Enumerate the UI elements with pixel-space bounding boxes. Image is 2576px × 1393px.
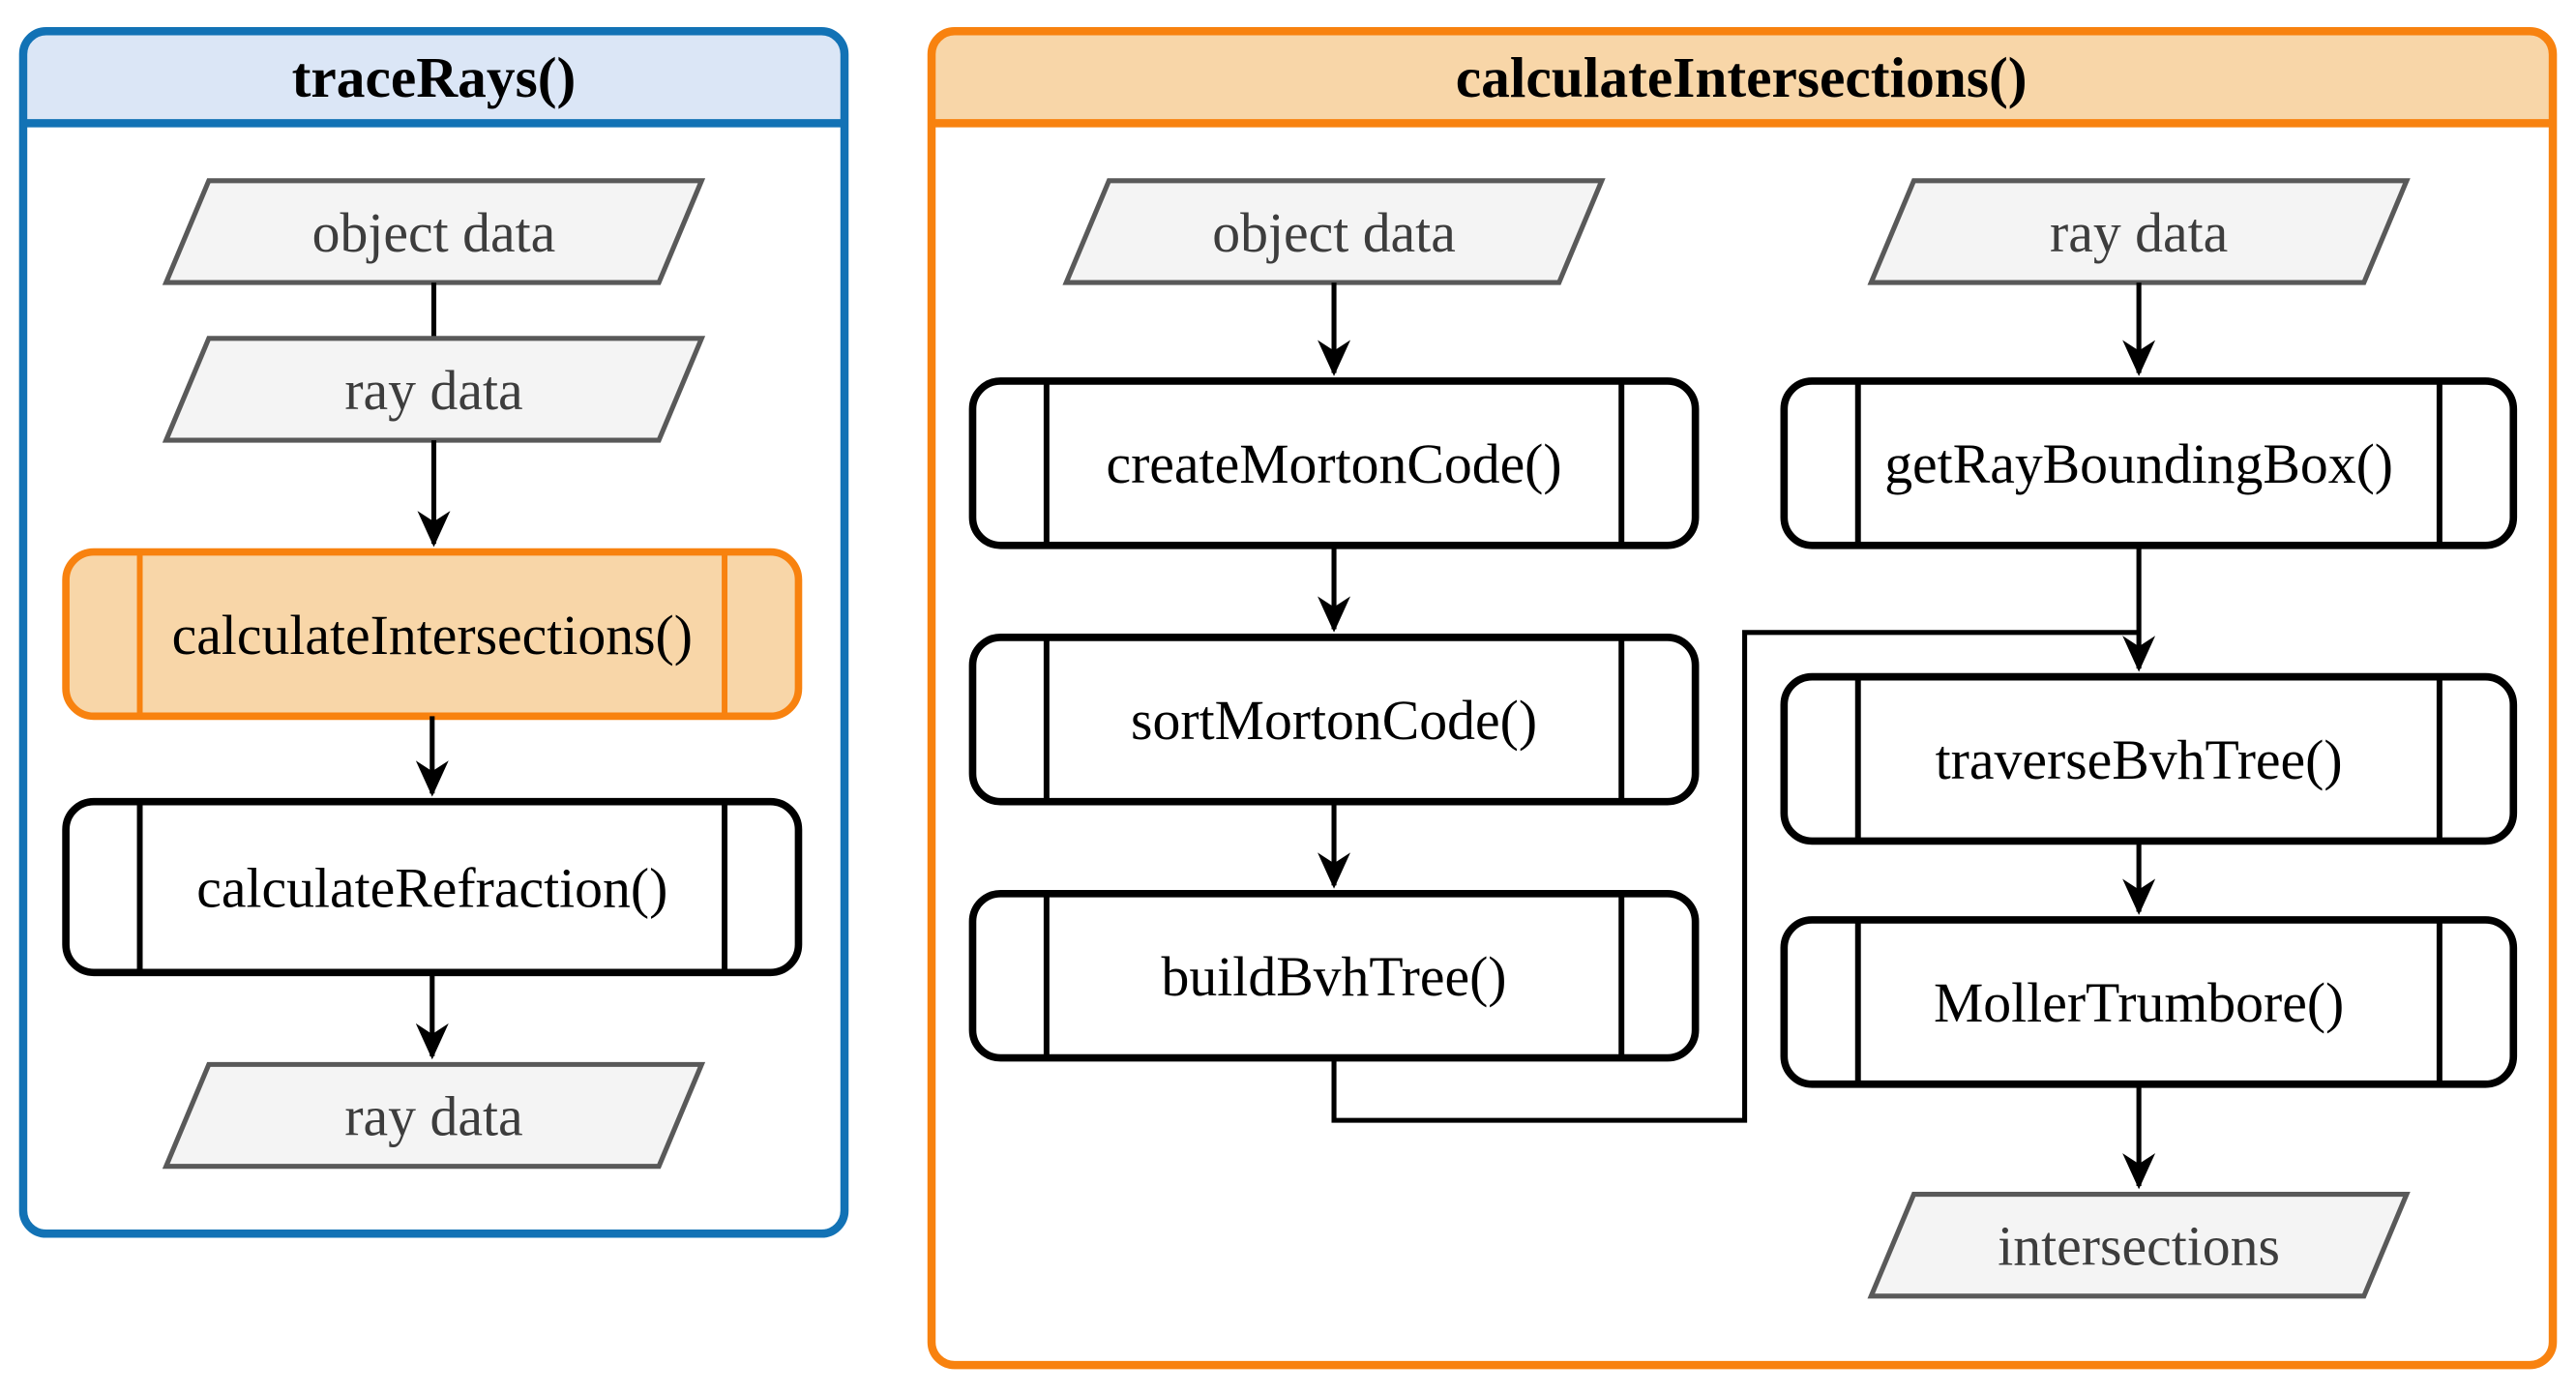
node-traverse-bvh-tree-shape <box>1780 672 2518 845</box>
node-ray-data-label: ray data <box>2050 203 2228 264</box>
node-object-data <box>1062 178 1606 285</box>
node-get-ray-bounding-box-shape <box>1780 377 2518 549</box>
node-calculate-intersections-label: calculateIntersections() <box>172 606 693 667</box>
node-build-bvh-tree: buildBvhTree() <box>968 889 1700 1062</box>
left-panel-header <box>22 31 845 124</box>
node-sort-morton-code-label: sortMortonCode() <box>1131 691 1537 752</box>
node-traverse-bvh-tree-label: traverseBvhTree() <box>1936 730 2343 791</box>
node-build-bvh-tree-label: buildBvhTree() <box>1162 947 1507 1008</box>
left-panel: traceRays() object data ray data calcula… <box>18 27 849 1238</box>
node-ray-data <box>1867 178 2411 285</box>
edge-buildbvhtree-to-traversebvhtree <box>1331 630 2140 1123</box>
left-panel-title: traceRays() <box>292 45 577 109</box>
node-moller-trumbore-label: MollerTrumbore() <box>1934 973 2344 1034</box>
right-panel-header <box>932 31 2554 124</box>
node-get-ray-bounding-box-label: getRayBoundingBox() <box>1884 434 2393 495</box>
right-panel-title: calculateIntersections() <box>1456 45 2028 109</box>
node-calculate-refraction-label: calculateRefraction() <box>196 858 667 919</box>
node-moller-trumbore-shape <box>1780 916 2518 1088</box>
node-get-ray-bounding-box: getRayBoundingBox() <box>1780 377 2518 549</box>
node-object-data-input <box>162 178 706 285</box>
node-object-data-input-label: object data <box>312 203 556 264</box>
node-sort-morton-code: sortMortonCode() <box>968 634 1700 806</box>
node-ray-data-input <box>162 336 706 443</box>
node-ray-data-output <box>162 1061 706 1170</box>
node-object-data-label: object data <box>1212 203 1456 264</box>
node-ray-data-output-label: ray data <box>344 1086 522 1147</box>
node-create-morton-code-label: createMortonCode() <box>1106 434 1561 495</box>
right-panel-border <box>927 27 2558 1370</box>
node-calculate-refraction: calculateRefraction() <box>62 797 803 977</box>
node-moller-trumbore: MollerTrumbore() <box>1780 916 2518 1088</box>
right-panel: calculateIntersections() object data ray… <box>927 27 2558 1370</box>
node-calculate-intersections: calculateIntersections() <box>62 548 803 721</box>
node-intersections <box>1867 1191 2411 1299</box>
left-panel-border <box>18 27 849 1238</box>
node-intersections-label: intersections <box>1998 1217 2280 1278</box>
node-create-morton-code: createMortonCode() <box>968 377 1700 549</box>
node-ray-data-input-label: ray data <box>344 361 522 422</box>
node-traverse-bvh-tree: traverseBvhTree() <box>1780 672 2518 845</box>
